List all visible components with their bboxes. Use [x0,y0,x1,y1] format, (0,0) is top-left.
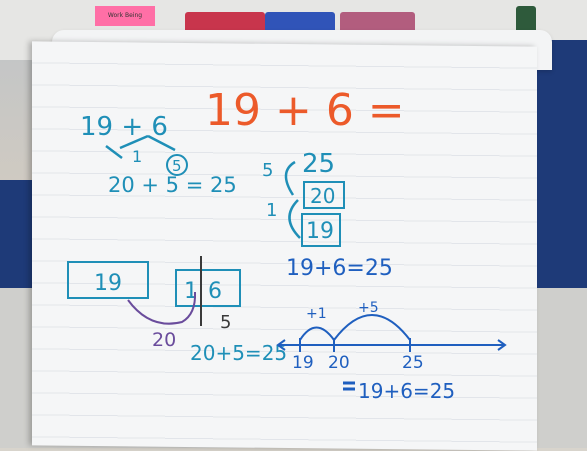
break-apart-part-one: 1 [132,147,142,166]
blue-cabinet-right [527,40,587,290]
stack-top-label: 5 [262,160,273,181]
stack-top-brace [284,160,296,196]
stack-ten-box: 20 [310,184,335,208]
right-box-number-one: 1 [184,279,198,304]
title-equation: 19 + 6 = [205,85,405,136]
circled-five [166,154,188,176]
stack-total: 25 [302,149,335,179]
right-box-number-six: 6 [208,279,222,304]
jump-one-arc [299,326,335,341]
boxes-under-label: 20 [152,329,176,351]
jump-one-label: +1 [306,306,327,322]
combine-arc [127,291,197,325]
number-line-right-arrow [497,339,507,351]
jump-five-label: +5 [358,300,379,316]
boxes-equation: 20+5=25 [190,341,287,365]
jump-five-arc [333,314,411,341]
scribble-mark [343,381,355,391]
number-line-left-arrow [276,339,286,351]
boxes-five-label: 5 [220,312,231,333]
stack-bottom-label: 1 [266,200,277,221]
left-box-number: 19 [94,271,122,296]
number-line-equation: 19+6=25 [358,379,455,403]
break-apart-equation: 20 + 5 = 25 [108,173,237,197]
stack-ten-box-frame [303,181,345,209]
break-apart-problem: 19 + 6 [80,112,168,142]
tick-label-19: 19 [292,353,314,373]
stack-start-box-frame [301,213,341,247]
tick-label-20: 20 [328,353,350,373]
break-apart-slash [105,145,123,159]
right-box-frame [175,269,241,307]
number-line-ticks [299,338,411,352]
stack-bottom-brace [288,199,301,239]
break-apart-part-five: 5 [172,157,182,175]
stack-start-box: 19 [306,219,334,244]
left-box-frame [67,261,149,299]
tick-label-25: 25 [402,353,424,373]
stack-equation: 19+6=25 [286,256,393,281]
break-apart-branches [119,134,176,152]
